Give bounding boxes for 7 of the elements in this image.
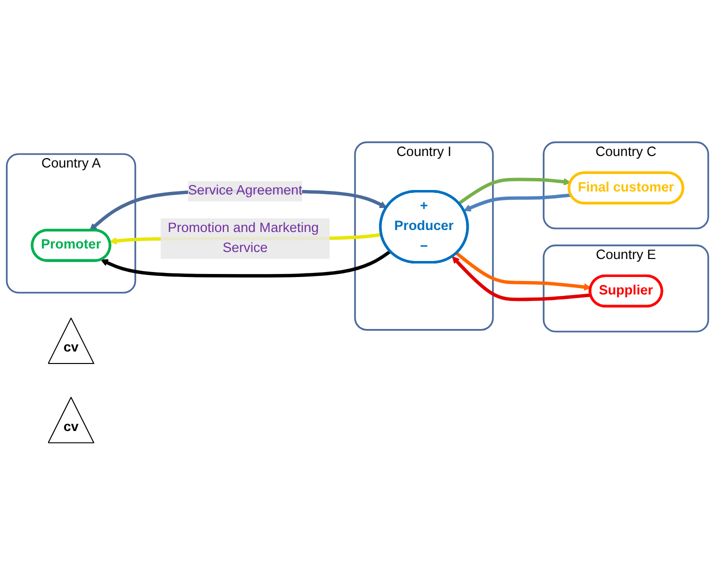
- arrow: [100, 250, 392, 278]
- edge-label: Promotion and Marketing Service: [168, 220, 319, 256]
- arrow: [456, 252, 592, 291]
- arrow: [458, 178, 571, 205]
- edge-label: Service Agreement: [188, 184, 302, 198]
- arrow: [452, 256, 592, 302]
- arrow: [464, 193, 572, 212]
